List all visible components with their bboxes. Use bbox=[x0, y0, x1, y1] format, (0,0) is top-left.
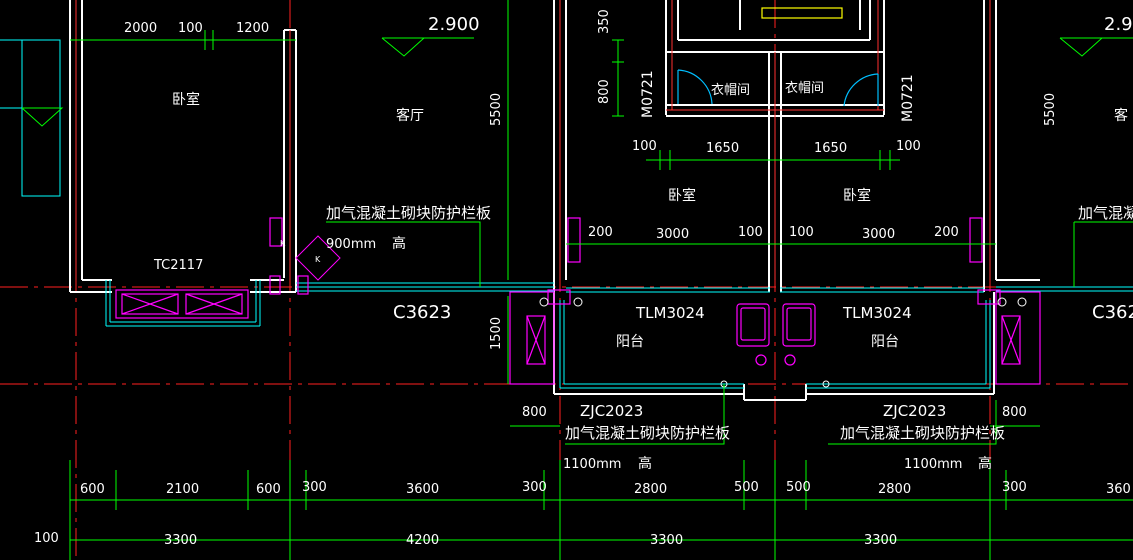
dim-r-3000a: 3000 bbox=[656, 227, 689, 242]
dim-row1-5: 300 bbox=[522, 480, 547, 495]
dim-row2-0: 100 bbox=[34, 531, 59, 546]
dim-v-5500-right: 5500 bbox=[1043, 93, 1058, 126]
dim-c-100b: 100 bbox=[896, 139, 921, 154]
dim-row1-6: 2800 bbox=[634, 482, 667, 497]
room-living-right: 客 bbox=[1114, 107, 1128, 124]
dim-row1-3: 300 bbox=[302, 480, 327, 495]
yellow-box bbox=[761, 7, 843, 19]
note-parapet-top-high: 高 bbox=[392, 235, 406, 252]
window-tc2117: TC2117 bbox=[153, 258, 203, 273]
door-m0721-left: M0721 bbox=[640, 70, 656, 118]
k-diamond bbox=[295, 235, 341, 281]
note-parapet-bottom-right-height: 1100mm bbox=[904, 457, 962, 472]
dim-top-2000: 2000 bbox=[124, 21, 157, 36]
dim-r-3000b: 3000 bbox=[862, 227, 895, 242]
room-closet-left: 衣帽间 bbox=[711, 82, 750, 98]
door-m0721-right: M0721 bbox=[900, 74, 916, 122]
dim-v-800: 800 bbox=[597, 79, 612, 104]
elevation-symbols bbox=[21, 37, 1133, 127]
note-parapet-bottom-left: 加气混凝土砌块防护栏板 bbox=[565, 424, 730, 442]
dim-row1-8: 500 bbox=[786, 480, 811, 495]
symbol-k-1: K bbox=[280, 239, 286, 248]
dimension-lines bbox=[69, 0, 1133, 560]
dim-bal-800a: 800 bbox=[522, 405, 547, 420]
leader-lines bbox=[326, 221, 1133, 445]
door-tlm3024-left: TLM3024 bbox=[635, 304, 705, 322]
dim-top-1200: 1200 bbox=[236, 21, 269, 36]
wall-inner-lines bbox=[75, 0, 991, 280]
fixtures bbox=[115, 217, 1041, 385]
dim-v-1500: 1500 bbox=[489, 317, 504, 350]
dim-r-200a: 200 bbox=[588, 225, 613, 240]
dim-v-5500-left: 5500 bbox=[489, 93, 504, 126]
note-parapet-bottom-left-height: 1100mm bbox=[563, 457, 621, 472]
dim-v-350: 350 bbox=[597, 9, 612, 34]
door-tlm3024-right: TLM3024 bbox=[842, 304, 912, 322]
room-living: 客厅 bbox=[396, 107, 424, 124]
dim-r-200b: 200 bbox=[934, 225, 959, 240]
note-parapet-bottom-left-high: 高 bbox=[638, 455, 652, 472]
door-swings bbox=[677, 69, 879, 107]
window-zjc2023-left: ZJC2023 bbox=[580, 402, 643, 420]
dim-c-100a: 100 bbox=[632, 139, 657, 154]
dim-row1-1: 2100 bbox=[166, 482, 199, 497]
dim-row1-7: 500 bbox=[734, 480, 759, 495]
dim-row1-9: 2800 bbox=[878, 482, 911, 497]
level-left: 2.900 bbox=[428, 14, 480, 35]
level-right: 2.90 bbox=[1104, 14, 1133, 35]
room-balcony-right: 阳台 bbox=[871, 334, 899, 350]
dim-r-100a: 100 bbox=[738, 225, 763, 240]
room-closet-right: 衣帽间 bbox=[785, 80, 824, 96]
dim-row2-2: 4200 bbox=[406, 533, 439, 548]
room-bedroom-mid: 卧室 bbox=[668, 187, 696, 204]
room-bedroom-right: 卧室 bbox=[843, 187, 871, 204]
dim-c-1650a: 1650 bbox=[706, 141, 739, 156]
window-zjc2023-right: ZJC2023 bbox=[883, 402, 946, 420]
dim-r-100b: 100 bbox=[789, 225, 814, 240]
dim-row1-2: 600 bbox=[256, 482, 281, 497]
room-balcony-left: 阳台 bbox=[616, 334, 644, 350]
dim-top-100: 100 bbox=[178, 21, 203, 36]
dim-row1-4: 3600 bbox=[406, 482, 439, 497]
dim-row1-11: 360 bbox=[1106, 482, 1131, 497]
dim-row2-3: 3300 bbox=[650, 533, 683, 548]
dim-bal-800b: 800 bbox=[1002, 405, 1027, 420]
symbol-k-2: K bbox=[315, 255, 321, 264]
note-parapet-bottom-right: 加气混凝土砌块防护栏板 bbox=[840, 424, 1005, 442]
note-parapet-top: 加气混凝土砌块防护栏板 bbox=[326, 204, 491, 222]
window-lines bbox=[0, 39, 1133, 389]
note-parapet-top-height: 900mm bbox=[326, 237, 376, 252]
window-c3623-right: C362 bbox=[1092, 302, 1133, 323]
dim-row2-4: 3300 bbox=[864, 533, 897, 548]
window-c3623-left: C3623 bbox=[393, 302, 451, 323]
dim-row1-10: 300 bbox=[1002, 480, 1027, 495]
dim-row1-0: 600 bbox=[80, 482, 105, 497]
note-parapet-right-cut: 加气混凝 bbox=[1078, 204, 1133, 222]
room-bedroom-left: 卧室 bbox=[172, 91, 200, 108]
note-parapet-bottom-right-high: 高 bbox=[978, 455, 992, 472]
dim-row2-1: 3300 bbox=[164, 533, 197, 548]
dim-c-1650b: 1650 bbox=[814, 141, 847, 156]
drain-circles bbox=[539, 297, 1027, 388]
